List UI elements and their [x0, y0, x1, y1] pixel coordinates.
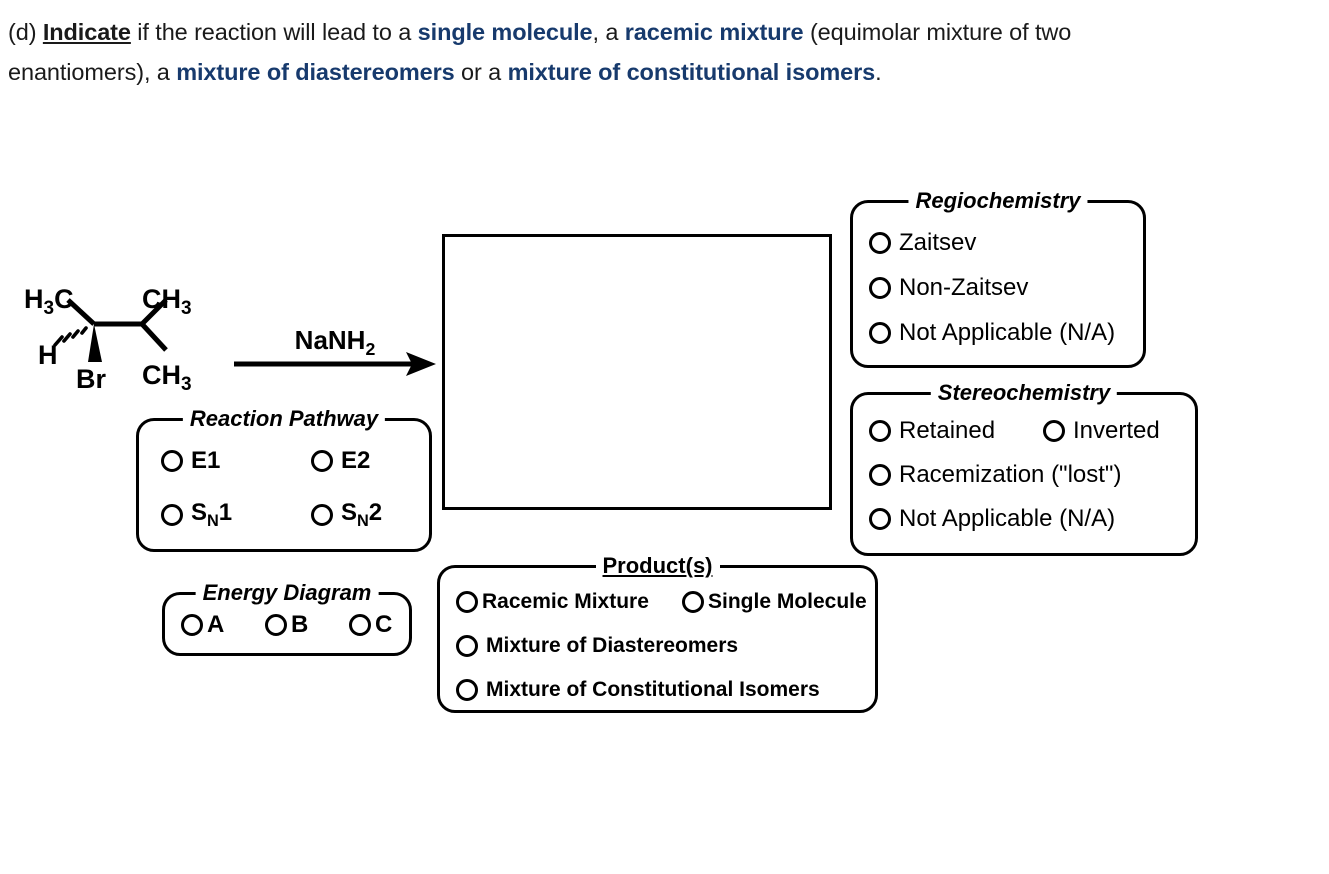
radio-icon[interactable] — [869, 232, 891, 254]
pathway-option-sn2[interactable]: SN2 — [311, 499, 382, 531]
radio-icon[interactable] — [869, 508, 891, 530]
radio-icon[interactable] — [265, 614, 287, 636]
prompt-segment-2: , a — [592, 19, 625, 45]
energy-diagram-fieldset: Energy Diagram A B C — [162, 580, 412, 656]
prompt-highlight-constitutional-isomers: mixture of constitutional isomers — [507, 59, 876, 85]
prompt-highlight-racemic-mixture: racemic mixture — [624, 19, 804, 45]
atom-label-h: H — [38, 340, 58, 370]
atom-label-br: Br — [76, 364, 106, 394]
energy-option-a[interactable]: A — [181, 611, 224, 639]
product-drawing-answer-box[interactable] — [442, 234, 832, 510]
energy-option-b[interactable]: B — [265, 611, 308, 639]
product-option-label: Single Molecule — [708, 590, 867, 613]
pathway-option-label: SN2 — [341, 499, 383, 530]
prompt-segment-5: . — [875, 59, 882, 85]
radio-icon[interactable] — [456, 635, 478, 657]
product-option-label: Racemic Mixture — [482, 590, 649, 613]
radio-icon[interactable] — [869, 277, 891, 299]
radio-icon[interactable] — [869, 464, 891, 486]
reaction-pathway-fieldset: Reaction Pathway E1 E2 SN1 SN2 — [136, 406, 432, 552]
radio-icon[interactable] — [181, 614, 203, 636]
reagent-label: NaNH2 — [232, 325, 438, 360]
product-option-label: Mixture of Diastereomers — [486, 634, 739, 657]
prompt-verb: Indicate — [42, 19, 131, 45]
product-option-label: Mixture of Constitutional Isomers — [486, 678, 820, 701]
energy-option-label: C — [375, 611, 393, 638]
product-option-single-molecule[interactable]: Single Molecule — [682, 590, 867, 614]
prompt-segment-4: or a — [454, 59, 508, 85]
radio-icon[interactable] — [456, 679, 478, 701]
pathway-option-sn1[interactable]: SN1 — [161, 499, 232, 531]
pathway-option-label: SN1 — [191, 499, 233, 530]
prompt-highlight-diastereomers: mixture of diastereomers — [176, 59, 455, 85]
reaction-arrow-svg — [234, 352, 436, 376]
atom-label-ch3-top: CH3 — [142, 284, 192, 319]
regiochemistry-fieldset: Regiochemistry Zaitsev Non-Zaitsev Not A… — [850, 188, 1146, 368]
regio-option-label: Non-Zaitsev — [899, 274, 1029, 301]
stereo-option-label: Racemization ("lost") — [899, 461, 1122, 488]
product-option-diastereomers[interactable]: Mixture of Diastereomers — [456, 634, 738, 658]
reagent-formula: NaNH — [294, 325, 366, 355]
radio-icon[interactable] — [161, 450, 183, 472]
radio-icon[interactable] — [1043, 420, 1065, 442]
pathway-option-e2[interactable]: E2 — [311, 447, 370, 475]
substrate-structure: H3C CH3 H Br CH3 — [10, 272, 240, 398]
product-option-constitutional-isomers[interactable]: Mixture of Constitutional Isomers — [456, 678, 820, 702]
radio-icon[interactable] — [869, 322, 891, 344]
product-option-racemic-mixture[interactable]: Racemic Mixture — [456, 590, 649, 614]
stereo-option-label: Retained — [899, 417, 996, 444]
energy-diagram-legend: Energy Diagram — [195, 580, 379, 606]
prompt-highlight-single-molecule: single molecule — [417, 19, 593, 45]
energy-option-label: A — [207, 611, 225, 638]
prompt-segment-3: (equimolar mixture of two enantiomers), … — [8, 19, 1072, 85]
sn-subscript: N — [207, 511, 219, 530]
pathway-option-label: E2 — [341, 447, 371, 474]
reaction-arrow — [232, 322, 438, 392]
regio-option-non-zaitsev[interactable]: Non-Zaitsev — [869, 274, 1028, 302]
products-fieldset: Product(s) Racemic Mixture Single Molecu… — [437, 553, 878, 713]
radio-icon[interactable] — [311, 503, 333, 526]
energy-option-c[interactable]: C — [349, 611, 392, 639]
radio-icon[interactable] — [349, 614, 371, 636]
stereochemistry-fieldset: Stereochemistry Retained Inverted Racemi… — [850, 380, 1198, 556]
atom-label-h3c: H3C — [24, 284, 74, 319]
page-title: (d) Indicate if the reaction will lead t… — [8, 12, 1203, 92]
reaction-pathway-legend: Reaction Pathway — [182, 406, 386, 432]
stereo-option-not-applicable[interactable]: Not Applicable (N/A) — [869, 505, 1115, 533]
stereo-option-racemization[interactable]: Racemization ("lost") — [869, 461, 1121, 489]
stereo-option-inverted[interactable]: Inverted — [1043, 417, 1160, 445]
regio-option-zaitsev[interactable]: Zaitsev — [869, 229, 976, 257]
energy-option-label: B — [291, 611, 309, 638]
stereochemistry-legend: Stereochemistry — [930, 380, 1118, 406]
prompt-part-label: (d) — [8, 19, 37, 45]
atom-label-ch3-bottom: CH3 — [142, 360, 192, 395]
pathway-option-e1[interactable]: E1 — [161, 447, 220, 475]
radio-icon[interactable] — [161, 503, 183, 526]
reagent-subscript: 2 — [365, 339, 376, 360]
regio-option-label: Not Applicable (N/A) — [899, 319, 1116, 346]
products-legend: Product(s) — [595, 553, 720, 579]
sn-subscript: N — [357, 511, 369, 530]
radio-icon[interactable] — [456, 591, 478, 613]
radio-icon[interactable] — [311, 450, 333, 472]
regio-option-not-applicable[interactable]: Not Applicable (N/A) — [869, 319, 1115, 347]
stereo-option-label: Not Applicable (N/A) — [899, 505, 1116, 532]
prompt-segment-1: if the reaction will lead to a — [130, 19, 418, 45]
regiochemistry-legend: Regiochemistry — [908, 188, 1088, 214]
regio-option-label: Zaitsev — [899, 229, 977, 256]
stereo-option-label: Inverted — [1073, 417, 1160, 444]
radio-icon[interactable] — [869, 420, 891, 442]
pathway-option-label: E1 — [191, 447, 221, 474]
substrate-skeletal-svg: H3C CH3 H Br CH3 — [24, 284, 192, 395]
stereo-option-retained[interactable]: Retained — [869, 417, 995, 445]
radio-icon[interactable] — [682, 591, 704, 613]
